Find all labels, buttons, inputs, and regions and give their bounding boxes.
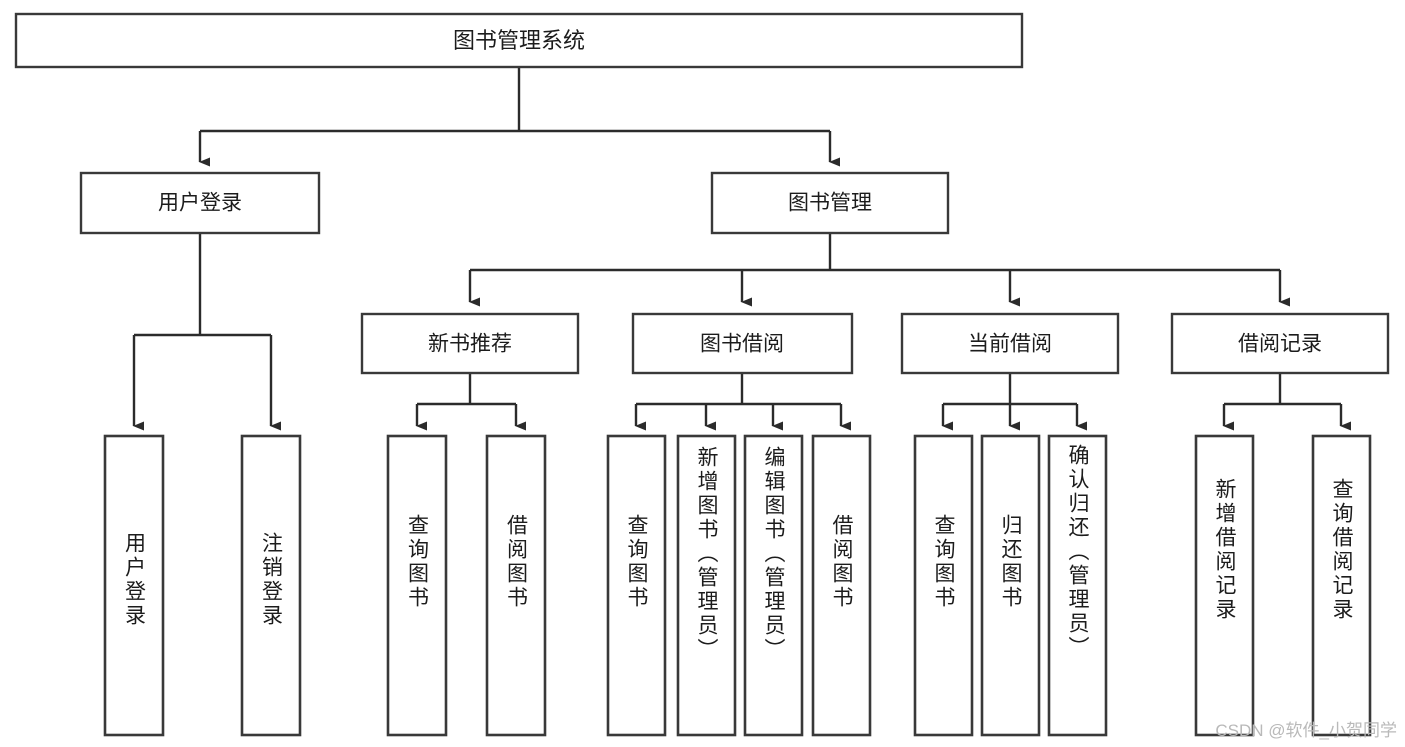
connector-group-root [198, 67, 840, 167]
node-root-label: 图书管理系统 [453, 28, 585, 53]
node-root-box [14, 12, 1024, 69]
node-book-borrow[interactable]: 图书借阅 [631, 312, 854, 375]
connector-group-borrow-record [1222, 373, 1351, 431]
leaf-boxes-book-borrow [606, 434, 872, 737]
node-user-login[interactable]: 用户登录 [79, 171, 321, 235]
node-borrow-record-box [1170, 312, 1390, 375]
leaf-box-user-login-1[interactable] [103, 434, 165, 737]
leaf-box-book-borrow-2[interactable] [676, 434, 737, 737]
node-borrow-record-label: 借阅记录 [1238, 333, 1322, 356]
node-current-borrow-box [900, 312, 1120, 375]
connector-group-book-borrow [634, 373, 851, 431]
csdn-watermark: CSDN @软件_小贺同学 [1215, 721, 1397, 740]
node-new-book-recommend-box [360, 312, 580, 375]
connector-group-current-borrow [941, 373, 1087, 431]
node-root[interactable]: 图书管理系统 [14, 12, 1024, 69]
leaf-box-new-book-2[interactable] [485, 434, 547, 737]
node-new-book-recommend-label: 新书推荐 [428, 333, 512, 356]
connector-group-user-login [132, 233, 281, 431]
leaf-box-book-borrow-1[interactable] [606, 434, 667, 737]
node-book-manage-box [710, 171, 950, 235]
node-new-book-recommend[interactable]: 新书推荐 [360, 312, 580, 375]
connector-group-book-manage [468, 233, 1290, 307]
leaf-box-borrow-record-2[interactable] [1311, 434, 1372, 737]
leaf-box-book-borrow-4[interactable] [811, 434, 872, 737]
leaf-box-current-borrow-2[interactable] [980, 434, 1041, 737]
leaf-boxes-current-borrow [913, 434, 1108, 737]
node-current-borrow-label: 当前借阅 [968, 333, 1052, 356]
connector-group-new-book-recommend [415, 373, 526, 431]
node-current-borrow[interactable]: 当前借阅 [900, 312, 1120, 375]
node-book-manage-label: 图书管理 [788, 192, 872, 215]
node-book-borrow-box [631, 312, 854, 375]
leaf-boxes-borrow-record [1194, 434, 1372, 737]
leaf-box-current-borrow-3[interactable] [1047, 434, 1108, 737]
leaf-box-current-borrow-1[interactable] [913, 434, 974, 737]
leaf-box-book-borrow-3[interactable] [743, 434, 804, 737]
leaf-box-borrow-record-1[interactable] [1194, 434, 1255, 737]
node-book-borrow-label: 图书借阅 [700, 333, 784, 356]
node-book-manage[interactable]: 图书管理 [710, 171, 950, 235]
leaf-boxes-user-login [103, 434, 302, 737]
node-borrow-record[interactable]: 借阅记录 [1170, 312, 1390, 375]
leaf-boxes-new-book-recommend [386, 434, 547, 737]
node-user-login-label: 用户登录 [158, 192, 242, 215]
leaf-box-user-login-2[interactable] [240, 434, 302, 737]
leaf-box-new-book-1[interactable] [386, 434, 448, 737]
node-user-login-box [79, 171, 321, 235]
